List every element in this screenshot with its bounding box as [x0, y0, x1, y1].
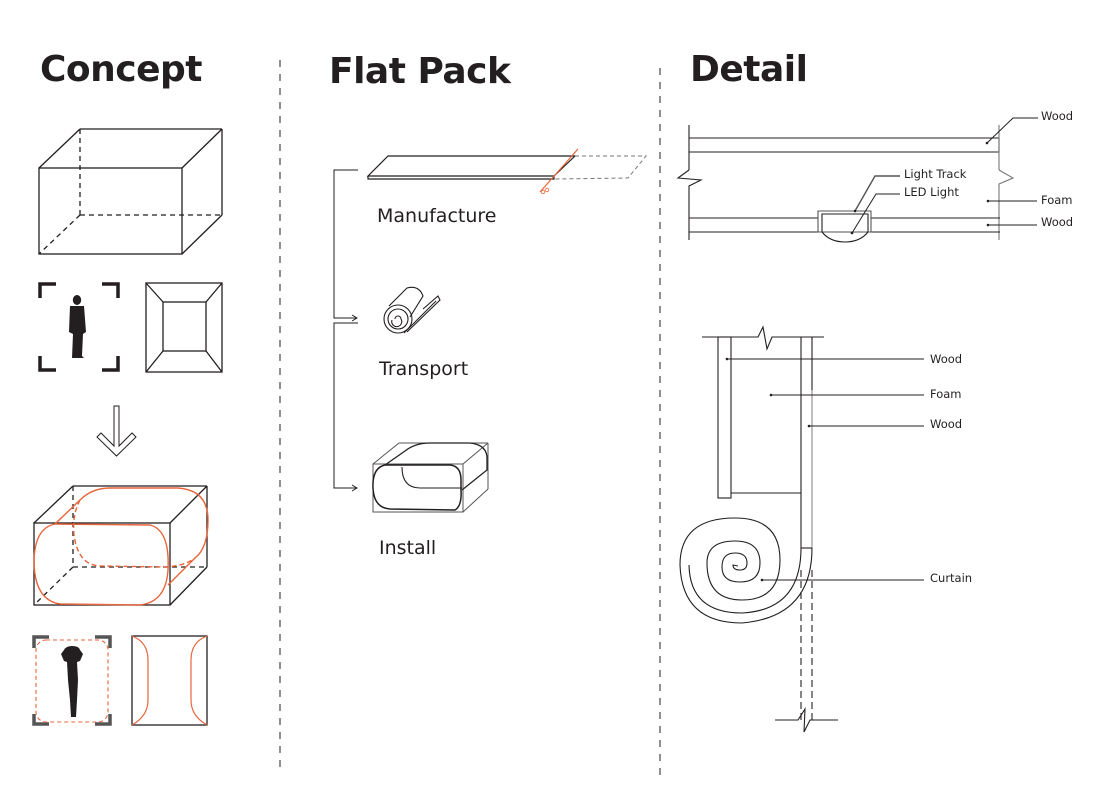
- box-icon: [38, 128, 223, 255]
- installed-loop-icon: [372, 442, 489, 513]
- curved-square-icon: [131, 635, 208, 726]
- flat-panel-cut-icon: [366, 148, 648, 195]
- callout-led-light: LED Light: [904, 185, 959, 199]
- callout-curtain: Curtain: [930, 571, 973, 585]
- callout-light-track: Light Track: [904, 167, 967, 181]
- plan-detail-drawing: [676, 117, 1038, 243]
- person-frame-icon: [38, 282, 120, 372]
- box-with-loop-icon: [33, 485, 209, 606]
- step-label-install: Install: [379, 537, 437, 559]
- rolled-panel-icon: [383, 286, 441, 334]
- person-arms-up-frame-icon: [32, 635, 112, 726]
- flat-pack-title: Flat Pack: [329, 51, 511, 92]
- callout-foam-section: Foam: [930, 387, 962, 401]
- section-detail-drawing: [679, 325, 924, 733]
- square-frustum-icon: [145, 282, 223, 373]
- callout-wood-right: Wood: [930, 417, 963, 431]
- callout-foam-plan: Foam: [1041, 193, 1073, 207]
- step-label-manufacture: Manufacture: [377, 205, 497, 227]
- person-silhouette-arms-up-icon: [61, 646, 83, 717]
- callout-wood-top: Wood: [1041, 109, 1074, 123]
- detail-title: Detail: [690, 49, 808, 90]
- callout-wood-bottom: Wood: [1041, 215, 1074, 229]
- step-label-transport: Transport: [379, 358, 469, 380]
- person-silhouette-icon: [69, 295, 86, 358]
- concept-title: Concept: [40, 49, 203, 90]
- process-connector: [333, 169, 358, 492]
- callout-wood-left: Wood: [930, 352, 963, 366]
- down-arrow-icon: [96, 405, 137, 457]
